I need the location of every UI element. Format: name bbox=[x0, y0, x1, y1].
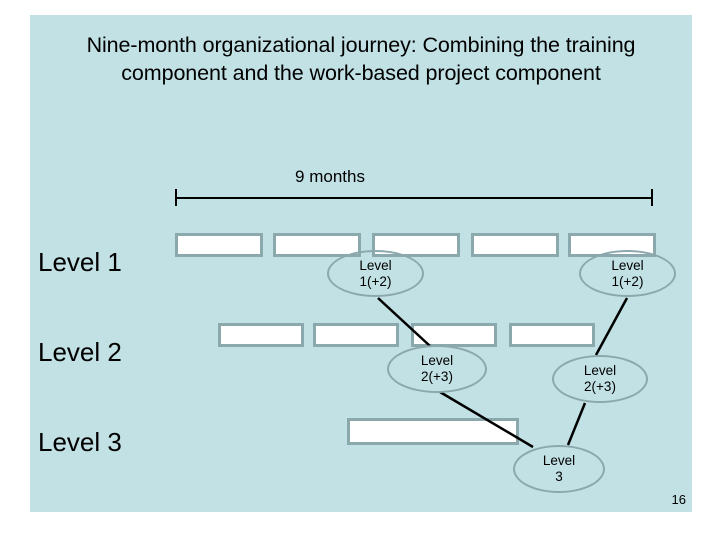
row-label-level-3: Level 3 bbox=[38, 427, 122, 457]
callout-line-1: Level bbox=[583, 363, 617, 378]
slide-canvas: Nine-month organizational journey: Combi… bbox=[30, 15, 692, 512]
callout-line-2: 2(+3) bbox=[421, 369, 453, 384]
task-box-level-2-2[interactable] bbox=[313, 323, 399, 347]
task-box-level-2-1[interactable] bbox=[218, 323, 304, 347]
callout-line-2: 3 bbox=[555, 469, 563, 484]
task-box-level-2-3[interactable] bbox=[411, 323, 497, 347]
page-title: Nine-month organizational journey: Combi… bbox=[86, 33, 636, 85]
task-box-level-2-4[interactable] bbox=[509, 323, 595, 347]
callout-line-2: 1(+2) bbox=[359, 273, 392, 289]
callout-line-2: 1(+2) bbox=[611, 273, 644, 289]
timeline-start-tick bbox=[175, 189, 177, 206]
timeline-bar bbox=[175, 197, 652, 199]
page-number: 16 bbox=[671, 492, 686, 507]
timeline-label: 9 months bbox=[295, 167, 365, 186]
task-box-level-1-3[interactable] bbox=[372, 233, 460, 257]
timeline-end-tick bbox=[651, 189, 653, 206]
timeline: 9 months bbox=[175, 167, 659, 206]
connector-level2-right-to-level3 bbox=[566, 402, 587, 446]
callout-line-1: Level bbox=[420, 353, 454, 368]
callout-line-1: Level bbox=[611, 257, 644, 273]
task-box-level-1-4[interactable] bbox=[471, 233, 559, 257]
task-box-level-1-2[interactable] bbox=[273, 233, 361, 257]
row-label-level-2: Level 2 bbox=[38, 337, 122, 367]
task-box-level-3-1[interactable] bbox=[347, 418, 519, 445]
task-box-level-1-1[interactable] bbox=[175, 233, 263, 257]
callout-line-1: Level bbox=[359, 257, 392, 273]
callout-line-2: 2(+3) bbox=[584, 379, 616, 394]
row-label-level-1: Level 1 bbox=[38, 247, 122, 277]
connector-level1-right-to-level2-right bbox=[594, 297, 629, 356]
callout-line-1: Level bbox=[542, 453, 576, 468]
